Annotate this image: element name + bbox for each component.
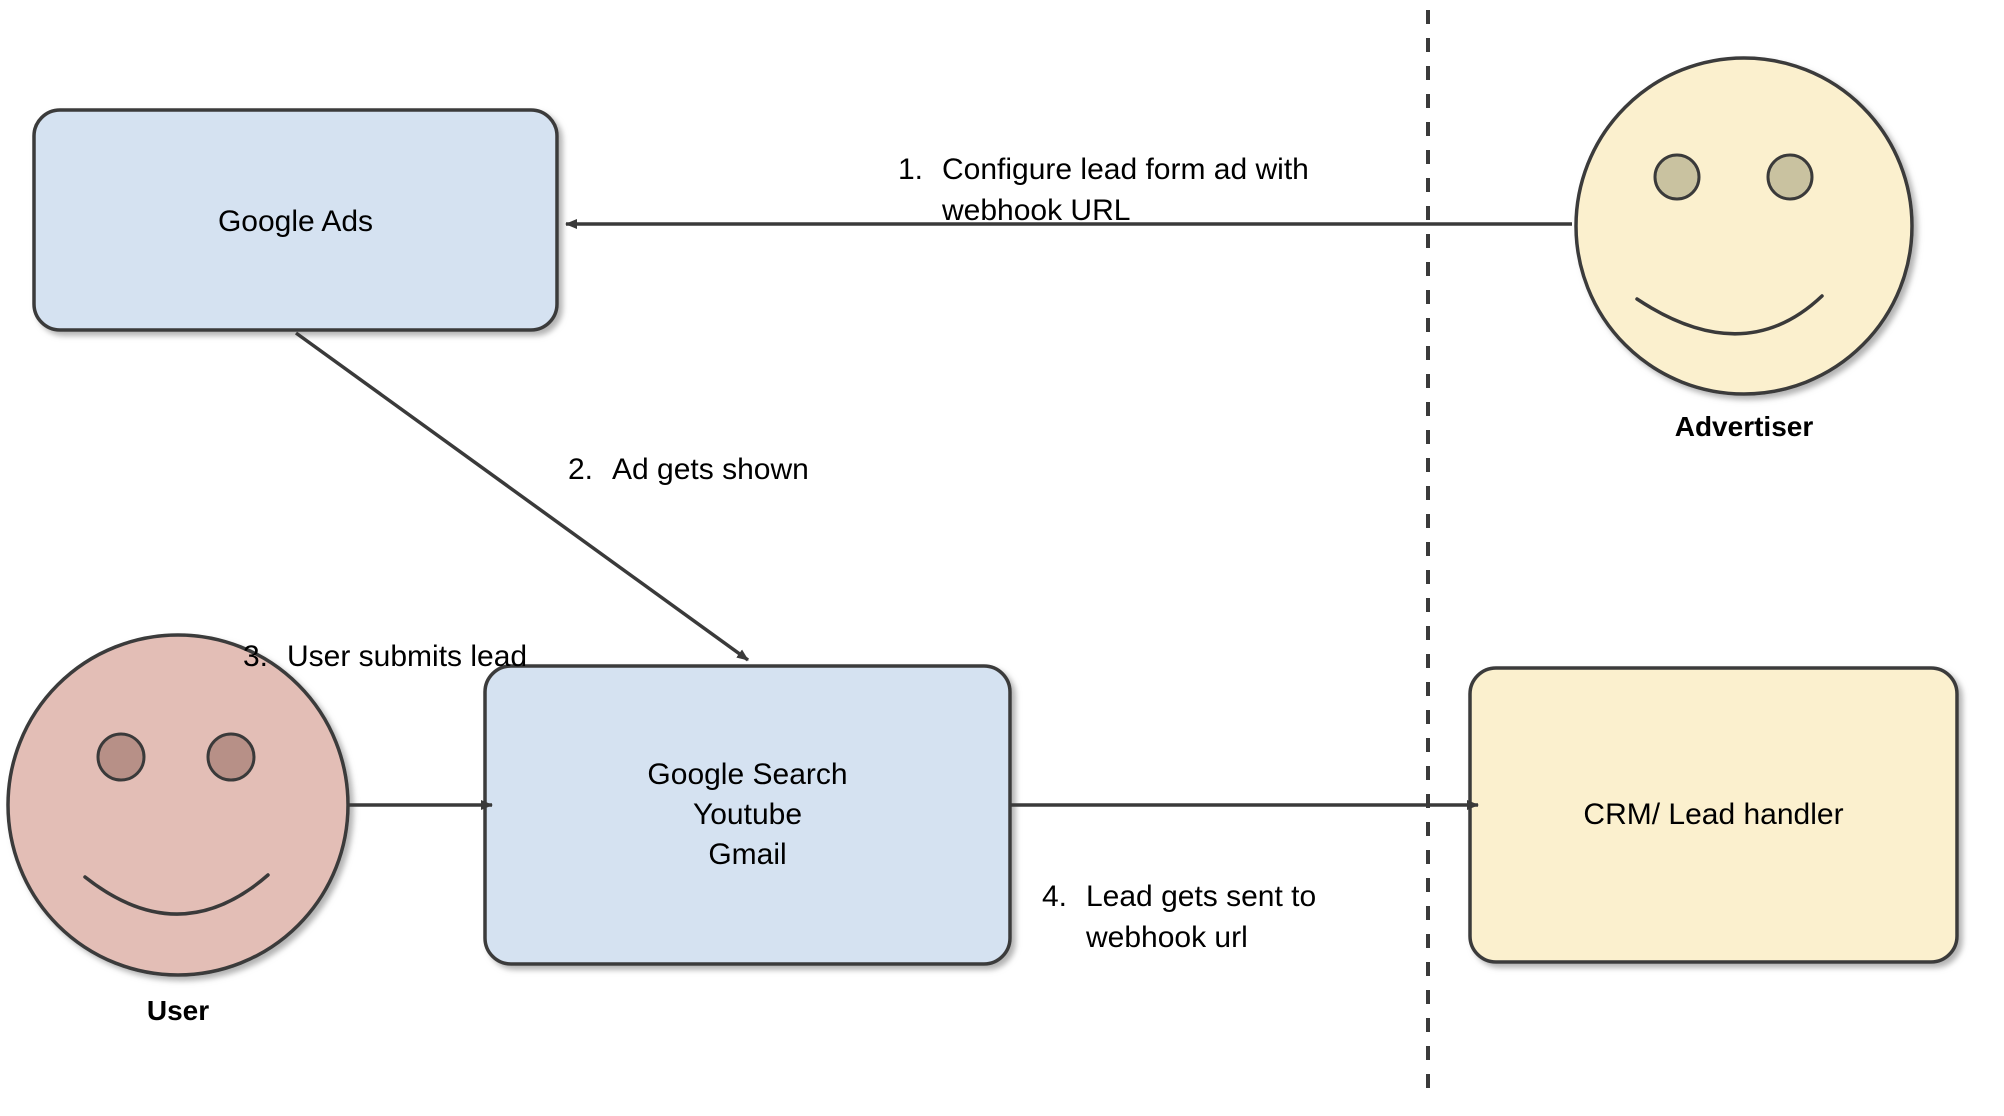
- user-left-eye-icon: [96, 732, 146, 782]
- edge-4-number: 4.: [1042, 880, 1068, 913]
- node-crm-label: CRM/ Lead handler: [1583, 798, 1844, 831]
- node-advertiser-label: Advertiser: [1674, 411, 1814, 442]
- edge-2-text: Ad gets shown: [612, 453, 809, 486]
- edge-3-text: User submits lead: [287, 640, 528, 673]
- edge-1-text: Configure lead form ad with webhook URL: [942, 153, 1309, 227]
- edge-3-label-group: 3. User submits lead: [243, 595, 663, 677]
- advertiser-left-eye-icon: [1653, 153, 1701, 201]
- user-right-eye-icon: [206, 732, 256, 782]
- edge-2-label-group: 2. Ad gets shown: [568, 408, 968, 490]
- edge-2-number: 2.: [568, 453, 594, 486]
- advertiser-right-eye-icon: [1766, 153, 1814, 201]
- node-google-surfaces-label: Google Search Youtube Gmail: [647, 758, 848, 871]
- node-user-label: User: [146, 995, 210, 1026]
- edge-4-label-group: 4. Lead gets sent to webhook url: [1042, 835, 1422, 958]
- node-google-ads-label: Google Ads: [217, 205, 374, 238]
- edge-1-number: 1.: [898, 153, 924, 186]
- user-smile-icon: [83, 873, 270, 916]
- node-advertiser[interactable]: [1574, 56, 1914, 396]
- edge-4-text: Lead gets sent to webhook url: [1086, 880, 1317, 954]
- edge-1-label-group: 1. Configure lead form ad with webhook UR…: [898, 108, 1418, 231]
- edge-3-number: 3.: [243, 640, 269, 673]
- node-user[interactable]: [6, 633, 350, 977]
- advertiser-smile-icon: [1635, 294, 1824, 336]
